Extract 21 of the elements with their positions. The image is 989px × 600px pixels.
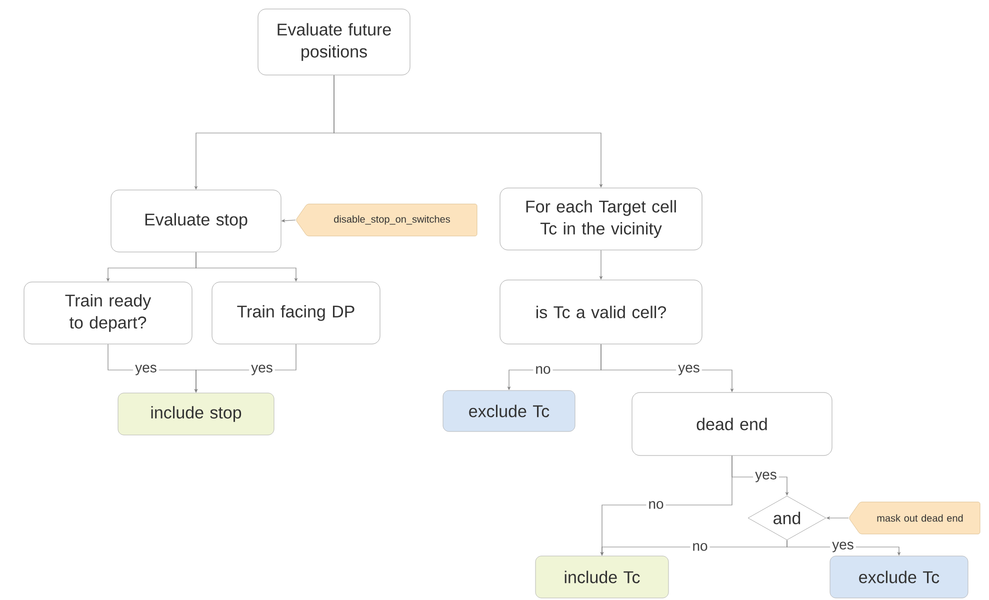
edge-label: yes (753, 470, 779, 484)
edge-label: yes (249, 362, 275, 378)
result-box: exclude Tc (830, 556, 968, 598)
edge-label: yes (830, 540, 856, 554)
result-box: include stop (118, 392, 274, 436)
decision-box: dead end (632, 392, 832, 456)
edge-label: no (533, 364, 553, 376)
process-box: Evaluate stop (110, 190, 282, 252)
parameter-tag: mask out dead end (849, 502, 980, 534)
result-box: exclude Tc (442, 390, 576, 432)
edge-label: no (690, 541, 710, 553)
process-box: Evaluate future positions (258, 8, 410, 76)
result-box: include Tc (535, 556, 669, 598)
edge-label: yes (676, 362, 702, 378)
decision-box: Train ready to depart? (24, 282, 192, 344)
edge-label: no (646, 499, 666, 511)
decision-box: Train facing DP (212, 282, 380, 344)
process-box: For each Target cell Tc in the vicinity (500, 188, 702, 250)
edge-label: yes (133, 362, 159, 378)
parameter-tag: disable_stop_on_switches (296, 204, 478, 236)
decision-box: is Tc a valid cell? (500, 280, 702, 344)
